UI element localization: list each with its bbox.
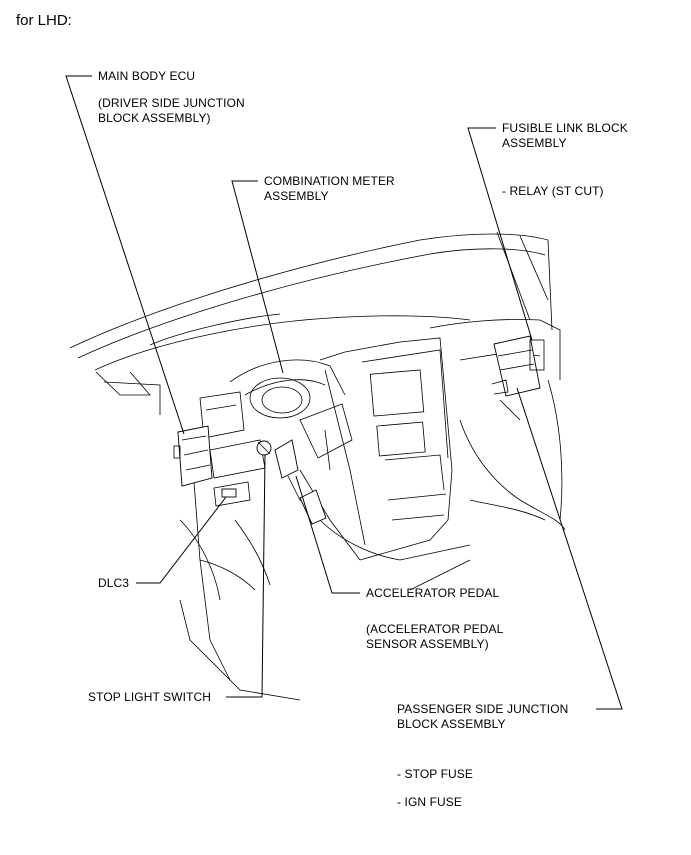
accelerator-pedal-illustration [274, 439, 327, 525]
diagram-header: for LHD: [16, 12, 72, 29]
main-body-ecu-sub2: BLOCK ASSEMBLY) [98, 111, 211, 125]
main-body-ecu-illustration [173, 425, 213, 487]
stop-light-switch-label: STOP LIGHT SWITCH [88, 690, 212, 704]
stop-light-switch-illustration [256, 440, 272, 456]
combination-meter-label-2: ASSEMBLY [264, 189, 329, 203]
relay-st-cut-note: - RELAY (ST CUT) [502, 184, 604, 198]
accelerator-pedal-sub1: (ACCELERATOR PEDAL [366, 622, 504, 636]
accelerator-pedal-label: ACCELERATOR PEDAL [366, 586, 500, 600]
main-body-ecu-label: MAIN BODY ECU [98, 69, 196, 83]
fusible-link-label-2: ASSEMBLY [502, 136, 567, 150]
dlc3-illustration [221, 488, 237, 498]
fusible-link-label: FUSIBLE LINK BLOCK [502, 121, 628, 135]
ign-fuse-note: - IGN FUSE [397, 795, 463, 809]
passenger-jb-label: PASSENGER SIDE JUNCTION [397, 702, 569, 716]
fusible-link-block-illustration [491, 335, 545, 397]
main-body-ecu-sub1: (DRIVER SIDE JUNCTION [98, 96, 245, 110]
dlc3-label: DLC3 [98, 576, 130, 590]
leader-lines [65, 75, 623, 710]
accelerator-pedal-sub2: SENSOR ASSEMBLY) [366, 637, 489, 651]
combination-meter-label: COMBINATION METER [264, 174, 395, 188]
stop-fuse-note: - STOP FUSE [397, 767, 474, 781]
passenger-jb-label-2: BLOCK ASSEMBLY [397, 717, 506, 731]
